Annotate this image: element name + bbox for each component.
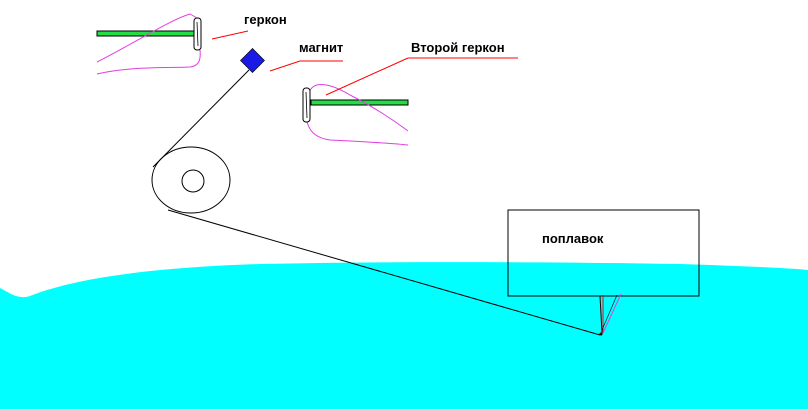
cord-lower xyxy=(167,209,601,336)
label-magnet: магнит xyxy=(299,40,343,55)
pointer-reed-switch xyxy=(211,30,249,40)
reed-switch-2 xyxy=(302,84,409,146)
label-reed-switch: геркон xyxy=(244,12,287,27)
label-second-reed-switch: Второй геркон xyxy=(411,40,505,55)
pointer-second-reed-switch xyxy=(325,57,409,96)
label-float: поплавок xyxy=(542,231,604,246)
reed-switch-1-contact xyxy=(196,21,199,47)
magnet-icon xyxy=(240,48,265,73)
cord-upper xyxy=(152,69,250,168)
pulley-hub xyxy=(181,169,205,193)
float-hook xyxy=(599,293,622,336)
reed-switch-2-wire-upper xyxy=(308,84,409,132)
pointer-magnet xyxy=(269,60,301,72)
reed-switch-2-contact xyxy=(305,91,308,119)
reed-switch-1-wire-upper xyxy=(96,13,198,63)
reed-switch-1 xyxy=(96,13,202,75)
reed-switch-1-wire-lower xyxy=(96,49,201,75)
reed-switch-2-wire-lower xyxy=(306,121,409,146)
reed-switch-2-rod xyxy=(310,99,409,106)
water xyxy=(0,262,808,409)
